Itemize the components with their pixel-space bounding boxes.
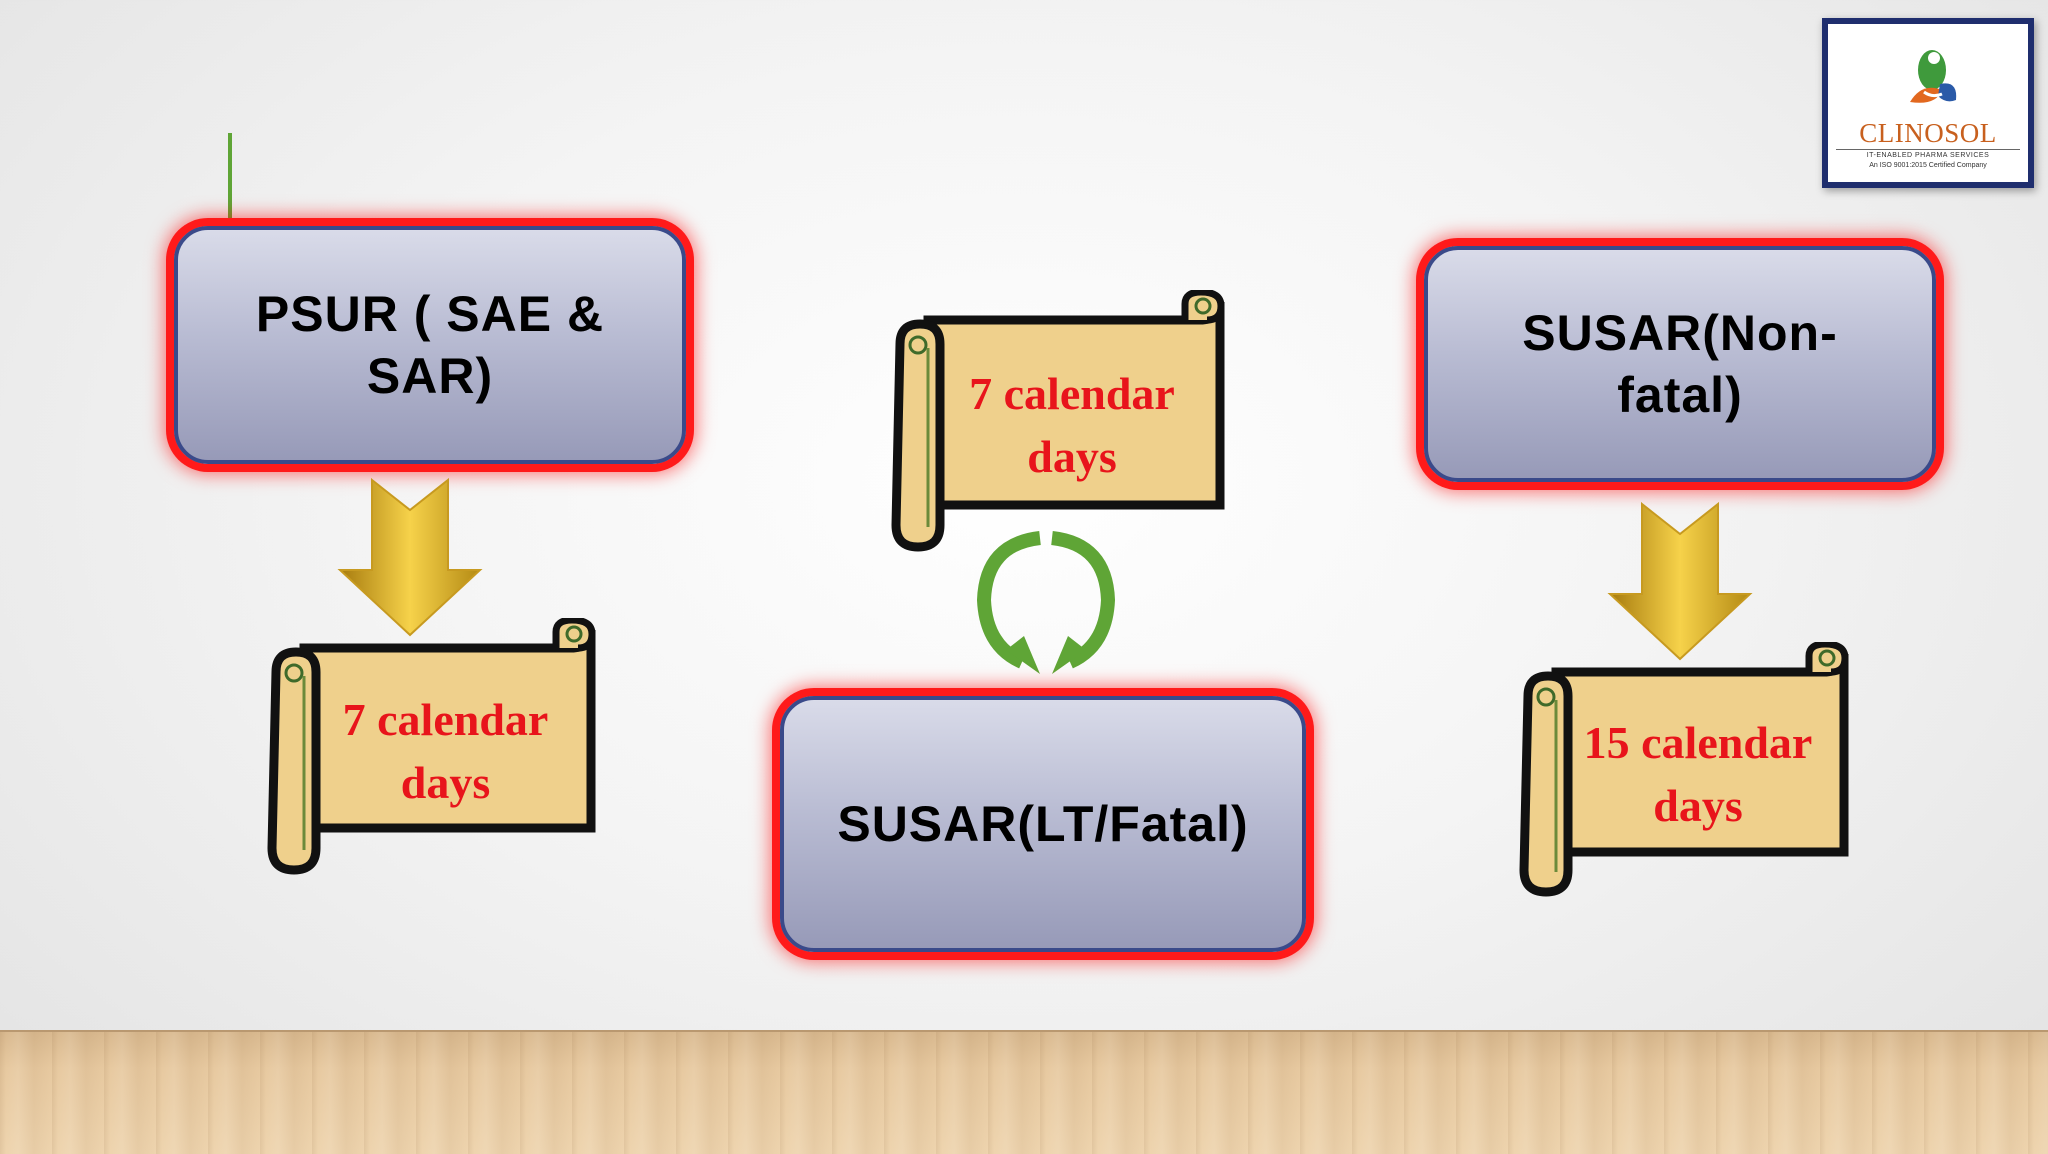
down-arrow-icon bbox=[337, 477, 483, 637]
scroll-center-text: 7 calendar days bbox=[969, 368, 1175, 482]
scroll-icon bbox=[267, 618, 596, 875]
susar-fatal-box: SUSAR(LT/Fatal) bbox=[780, 696, 1306, 952]
susar-nonfatal-box: SUSAR(Non- fatal) bbox=[1424, 246, 1936, 482]
logo-certification: An ISO 9001:2015 Certified Company bbox=[1869, 162, 1987, 169]
scroll-right-text: 15 calendar days bbox=[1583, 716, 1813, 831]
scroll-left: 7 calendar days bbox=[256, 618, 601, 875]
scroll-icon bbox=[1519, 642, 1849, 897]
clinosol-logo-icon bbox=[1910, 50, 1957, 103]
scroll-center: 7 calendar days bbox=[880, 290, 1230, 552]
wood-floor bbox=[0, 1030, 2048, 1154]
susar-nonfatal-box-label: SUSAR(Non- fatal) bbox=[1522, 305, 1838, 423]
scroll-left-text: 7 calendar days bbox=[342, 693, 549, 808]
down-arrow-icon bbox=[1607, 501, 1753, 661]
cycle-arrows-icon bbox=[976, 531, 1116, 674]
accent-line bbox=[228, 133, 232, 223]
psur-box-label: PSUR ( SAE & SAR) bbox=[255, 286, 605, 404]
clinosol-logo: CLINOSOL IT-ENABLED PHARMA SERVICES An I… bbox=[1822, 18, 2034, 188]
susar-fatal-box-label: SUSAR(LT/Fatal) bbox=[837, 796, 1249, 852]
scroll-icon bbox=[891, 290, 1225, 552]
logo-name: CLINOSOL bbox=[1859, 118, 1997, 148]
psur-box: PSUR ( SAE & SAR) bbox=[174, 226, 686, 464]
scroll-right: 15 calendar days bbox=[1508, 642, 1854, 897]
logo-tagline: IT-ENABLED PHARMA SERVICES bbox=[1836, 149, 2020, 159]
